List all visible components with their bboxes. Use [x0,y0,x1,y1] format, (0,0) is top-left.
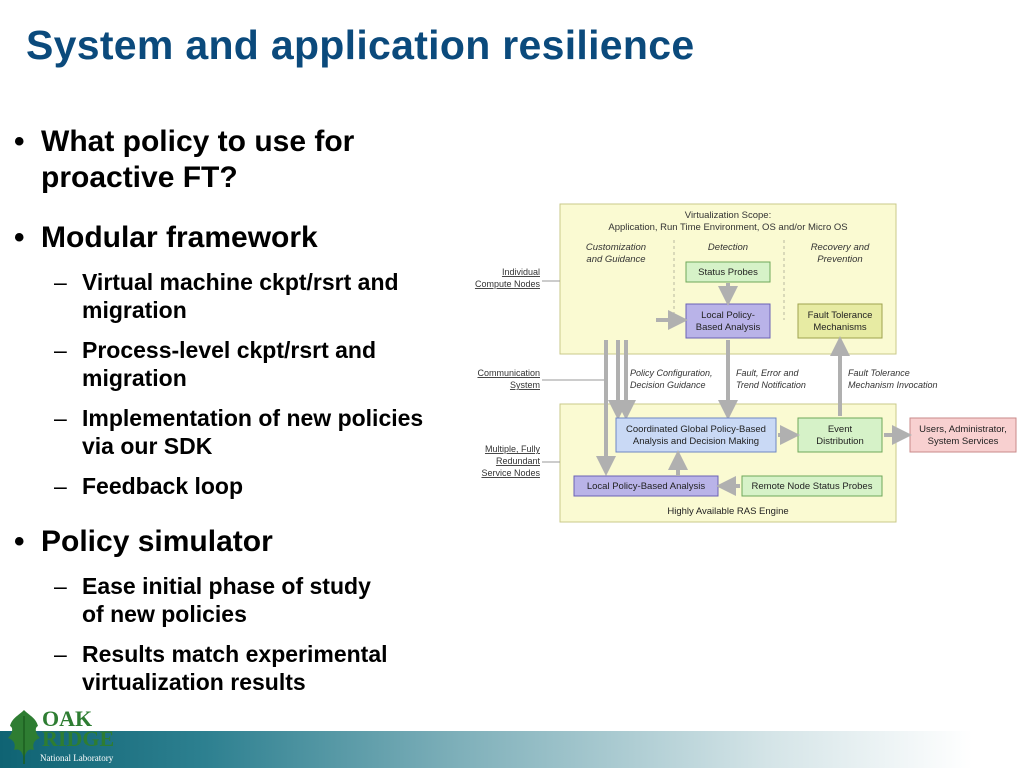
sub-bullet-text: migration [82,365,187,391]
users-box [909,417,1017,453]
slide-title: System and application resilience [26,22,695,68]
resilience-diagram: Virtualization Scope: Application, Run T… [475,203,1017,523]
sub-bullet-text: Ease initial phase of study [82,573,371,599]
col-recovery-line1: Recovery and [811,242,870,253]
status-probes-box [685,261,771,283]
bullet-text: Policy simulator [41,525,273,558]
sub-bullet-text: Feedback loop [82,473,244,499]
fault-tolerance-line1: Fault Tolerance [808,310,873,321]
coordinated-line2: Analysis and Decision Making [633,436,759,447]
remote-probes-box [741,475,883,497]
sub-bullet-text: virtualization results [82,669,306,695]
scope-title-line2: Application, Run Time Environment, OS an… [608,222,847,233]
oak-leaf-icon [8,710,40,764]
sub-bullet-dash: – [54,405,67,431]
col-customization-line2: and Guidance [586,254,645,265]
side-redundant-line1: Multiple, Fully [485,444,541,454]
flow-fault-error-line2: Trend Notification [736,380,806,390]
side-redundant-line2: Redundant [496,456,541,466]
sub-bullet-item: –Feedback loop [14,472,474,500]
col-customization-line1: Customization [586,242,646,253]
local-policy-line1: Local Policy- [701,310,755,321]
logo-text-ridge: RIDGE [42,726,115,751]
side-communication-line2: System [510,380,540,390]
event-distribution-box [797,417,883,453]
sub-bullet-text: Implementation of new policies [82,405,424,431]
ras-engine-label: Highly Available RAS Engine [667,506,788,517]
side-individual-line1: Individual [502,267,540,277]
footer-bar [0,731,1024,768]
sub-bullet-text: Virtual machine ckpt/rsrt and [82,269,399,295]
local-policy-line2: Based Analysis [696,322,761,333]
users-line2: System Services [928,436,999,447]
col-detection: Detection [708,242,748,253]
sub-bullet-text: Results match experimental [82,641,388,667]
logo-text-lab: National Laboratory [40,753,114,763]
flow-ft-invocation-line1: Fault Tolerance [848,368,910,378]
sub-bullet-dash: – [54,337,67,363]
flow-fault-error-line1: Fault, Error and [736,368,800,378]
col-recovery-line2: Prevention [817,254,862,265]
logo-text-oak: OAK [42,706,93,731]
event-distribution-line1: Event [828,424,853,435]
event-distribution-line2: Distribution [816,436,864,447]
sub-bullet-text: Process-level ckpt/rsrt and [82,337,377,363]
sub-bullet-dash: – [54,269,67,295]
bullet-item: • Modular framework [14,220,474,256]
sub-bullet-dash: – [54,641,67,667]
bullet-text: proactive FT? [41,161,238,194]
flow-policy-config-line1: Policy Configuration, [630,368,713,378]
fault-tolerance-line2: Mechanisms [813,322,867,333]
local-policy-box [685,303,771,339]
sub-bullet-text: of new policies [82,601,247,627]
bullet-item: • Policy simulator [14,524,474,560]
side-communication-line1: Communication [477,368,540,378]
sub-bullet-text: migration [82,297,187,323]
flow-policy-config-line2: Decision Guidance [630,380,706,390]
side-individual-line2: Compute Nodes [475,279,541,289]
remote-probes-label: Remote Node Status Probes [752,481,873,492]
sub-bullet-dash: – [54,473,67,499]
users-line1: Users, Administrator, [919,424,1007,435]
coordinated-line1: Coordinated Global Policy-Based [626,424,766,435]
status-probes-label: Status Probes [698,267,758,278]
sub-bullet-dash: – [54,573,67,599]
bullet-dot: • [14,525,25,558]
flow-ft-invocation-line2: Mechanism Invocation [848,380,938,390]
bullet-text: What policy to use for [41,125,355,158]
bullet-text: Modular framework [41,221,318,254]
sub-bullet-text: via our SDK [82,433,213,459]
coordinated-box [615,417,777,453]
bullet-dot: • [14,125,25,158]
side-redundant-line3: Service Nodes [481,468,540,478]
bullet-dot: • [14,221,25,254]
local-policy-bottom-label: Local Policy-Based Analysis [587,481,706,492]
scope-title-line1: Virtualization Scope: [685,210,771,221]
